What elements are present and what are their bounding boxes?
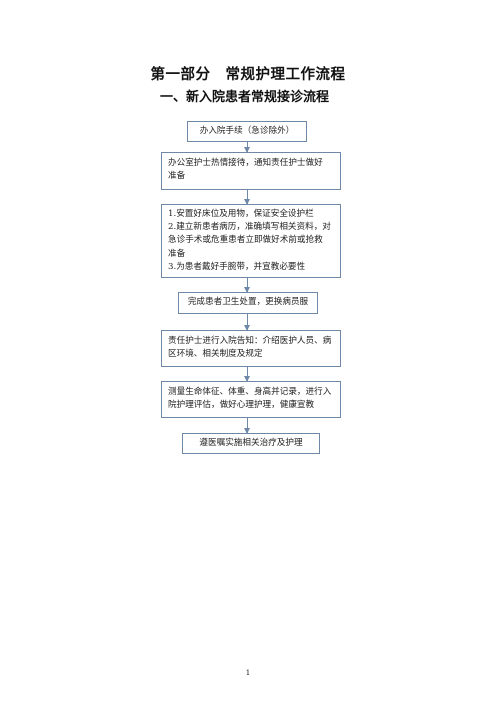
flow-step-assessment-line2: 院护理评估，做好心理护理，健康宣教	[168, 400, 315, 411]
flow-arrow-6	[243, 418, 250, 434]
flow-step-notification-line1: 责任护士进行入院告知：介绍医护人员、病	[168, 336, 332, 346]
flow-step-reception: 办公室护士热情接待，通知责任护士做好 准备	[161, 152, 341, 190]
page-number: 1	[245, 669, 251, 677]
flow-step-notification-line2: 区环境、相关制度及规定	[168, 349, 263, 360]
flow-step-hygiene: 完成患者卫生处置，更换病员服	[178, 292, 318, 314]
flow-step-register: 办入院手续（急诊除外）	[187, 121, 307, 142]
flow-arrow-2	[243, 190, 250, 205]
flow-step-register-text: 办入院手续（急诊除外）	[199, 125, 295, 136]
flow-step-reception-line2: 准备	[168, 171, 186, 182]
flow-step-admission-prep-line5: 3.为患者戴好手腕带，并宣教必要性	[168, 261, 306, 272]
section-subtitle: 一、新入院患者常规接诊流程	[160, 90, 330, 105]
flow-arrow-3	[243, 278, 250, 293]
flow-step-admission-prep-line2: 2.建立新患者病历，准确填写相关资料，对	[168, 222, 331, 233]
flow-step-admission-prep-line4: 准备	[168, 248, 186, 259]
flow-step-treatment: 遵医嘱实施相关治疗及护理	[182, 433, 320, 454]
flow-step-hygiene-text: 完成患者卫生处置，更换病员服	[187, 297, 309, 308]
flow-step-reception-line1: 办公室护士热情接待，通知责任护士做好	[168, 158, 323, 168]
flow-step-assessment-line1: 测量生命体征、体重、身高并记录，进行入	[168, 387, 332, 397]
flow-step-treatment-text: 遵医嘱实施相关治疗及护理	[199, 437, 303, 448]
flow-step-assessment: 测量生命体征、体重、身高并记录，进行入 院护理评估，做好心理护理，健康宣教	[161, 381, 341, 418]
flow-step-admission-prep-line1: 1.安置好床位及用物，保证安全设护栏	[168, 209, 314, 219]
flow-arrow-1	[243, 142, 250, 153]
flow-arrow-5	[243, 367, 250, 382]
flow-arrow-4	[243, 314, 250, 331]
page-title: 第一部分 常规护理工作流程	[150, 67, 346, 83]
flow-step-notification: 责任护士进行入院告知：介绍医护人员、病 区环境、相关制度及规定	[161, 330, 341, 367]
flow-step-admission-prep: 1.安置好床位及用物，保证安全设护栏 2.建立新患者病历，准确填写相关资料，对 …	[161, 204, 341, 278]
flow-step-admission-prep-line3: 急诊手术或危重患者立即做好术前或抢救	[168, 235, 323, 246]
